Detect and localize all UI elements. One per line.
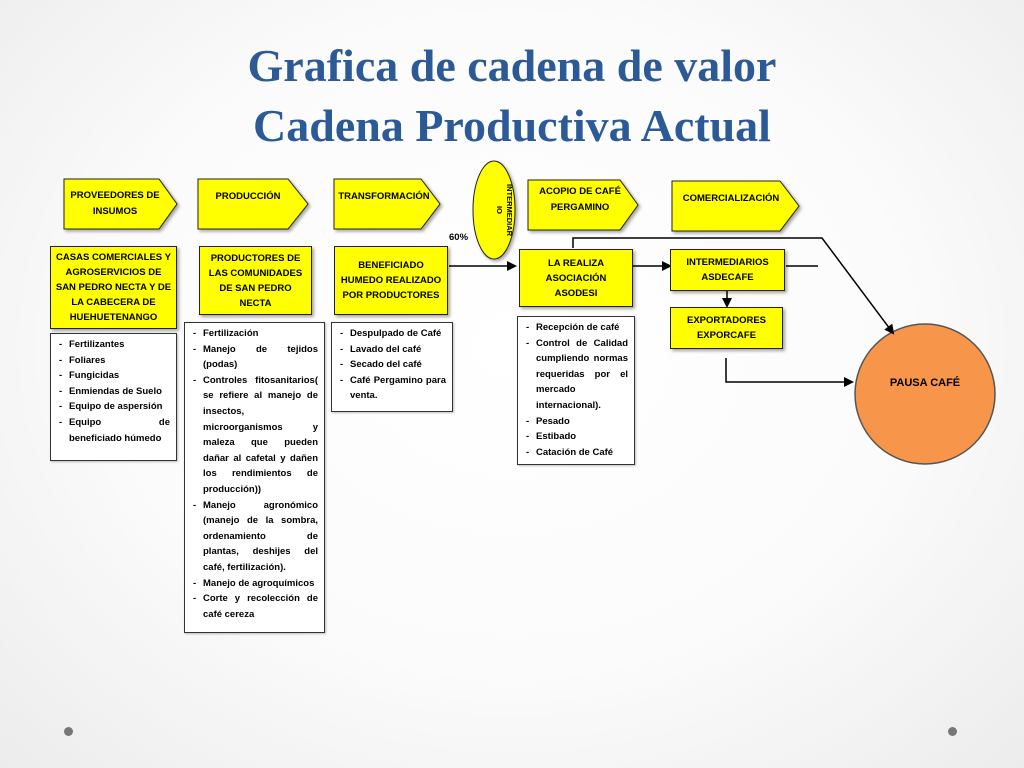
label-intermediario: INTERMEDIAR IO <box>495 183 514 237</box>
label-transformacion: TRANSFORMACIÓN <box>338 191 430 202</box>
percentage-label: 60% <box>449 232 469 243</box>
title-line-2: Cadena Productiva Actual <box>253 100 771 151</box>
corner-dot-right <box>948 727 957 736</box>
list-item-acopio: Estibado <box>524 429 628 445</box>
label-acopio: ACOPIO DE CAFÉ PERGAMINO <box>539 186 621 213</box>
list-item-acopio: Recepción de café <box>524 320 628 336</box>
list-item-produccion: Manejo agronómico (manejo de la sombra, … <box>191 498 318 576</box>
list-item-produccion: Manejo de tejidos (podas) <box>191 342 318 373</box>
pausa-cafe-circle <box>854 323 996 465</box>
box-productores: PRODUCTORES DE LAS COMUNIDADES DE SAN PE… <box>199 246 312 315</box>
list-item-insumos: Equipo de aspersión <box>57 399 170 415</box>
chevron-produccion <box>197 178 309 230</box>
box-exportadores: EXPORTADORES EXPORCAFE <box>670 307 783 349</box>
pausa-cafe-label: PAUSA CAFÉ <box>889 377 961 389</box>
list-item-insumos: Foliares <box>57 353 170 369</box>
label-proveedores: PROVEEDORES DE INSUMOS <box>70 190 160 217</box>
chevron-comercializacion <box>671 180 800 232</box>
list-insumos: FertilizantesFoliaresFungicidasEnmiendas… <box>50 333 177 461</box>
list-item-transformacion: Café Pergamino para venta. <box>338 373 446 404</box>
label-produccion: PRODUCCIÓN <box>215 191 281 202</box>
list-item-insumos: Enmiendas de Suelo <box>57 384 170 400</box>
chevron-transformacion <box>333 178 441 230</box>
list-item-acopio: Pesado <box>524 414 628 430</box>
chevron-acopio <box>527 179 639 231</box>
list-item-transformacion: Despulpado de Café <box>338 326 446 342</box>
list-item-produccion: Corte y recolección de café cereza <box>191 591 318 622</box>
list-item-produccion: Fertilización <box>191 326 318 342</box>
box-intermediarios: INTERMEDIARIOS ASDECAFE <box>670 249 785 291</box>
list-item-produccion: Controles fitosanitarios( se refiere al … <box>191 373 318 498</box>
title-line-1: Grafica de cadena de valor <box>247 40 777 91</box>
list-transformacion: Despulpado de CaféLavado del caféSecado … <box>331 322 453 412</box>
arrow-exportadores-to-pausa <box>725 358 854 387</box>
box-beneficiado: BENEFICIADO HUMEDO REALIZADO POR PRODUCT… <box>334 246 448 315</box>
intermediario-ellipse <box>472 160 516 260</box>
list-item-produccion: Manejo de agroquímicos <box>191 576 318 592</box>
list-acopio: Recepción de caféControl de Calidad cump… <box>517 316 635 465</box>
list-item-insumos: Fertilizantes <box>57 337 170 353</box>
box-casas-comerciales: CASAS COMERCIALES Y AGROSERVICIOS DE SAN… <box>50 246 177 329</box>
chevron-proveedores <box>63 178 178 230</box>
list-item-acopio: Catación de Café <box>524 445 628 461</box>
corner-dot-left <box>64 727 73 736</box>
list-item-transformacion: Secado del café <box>338 357 446 373</box>
list-produccion: FertilizaciónManejo de tejidos (podas)Co… <box>184 322 325 633</box>
arrow-asodesi-to-pausa <box>572 237 895 335</box>
box-asodesi: LA REALIZA ASOCIACIÓN ASODESI <box>519 249 633 307</box>
list-item-transformacion: Lavado del café <box>338 342 446 358</box>
list-item-insumos: Fungicidas <box>57 368 170 384</box>
list-item-insumos: Equipo de beneficiado húmedo <box>57 415 170 446</box>
label-comercializacion: COMERCIALIZACIÓN <box>682 193 780 204</box>
list-item-acopio: Control de Calidad cumpliendo normas req… <box>524 336 628 414</box>
